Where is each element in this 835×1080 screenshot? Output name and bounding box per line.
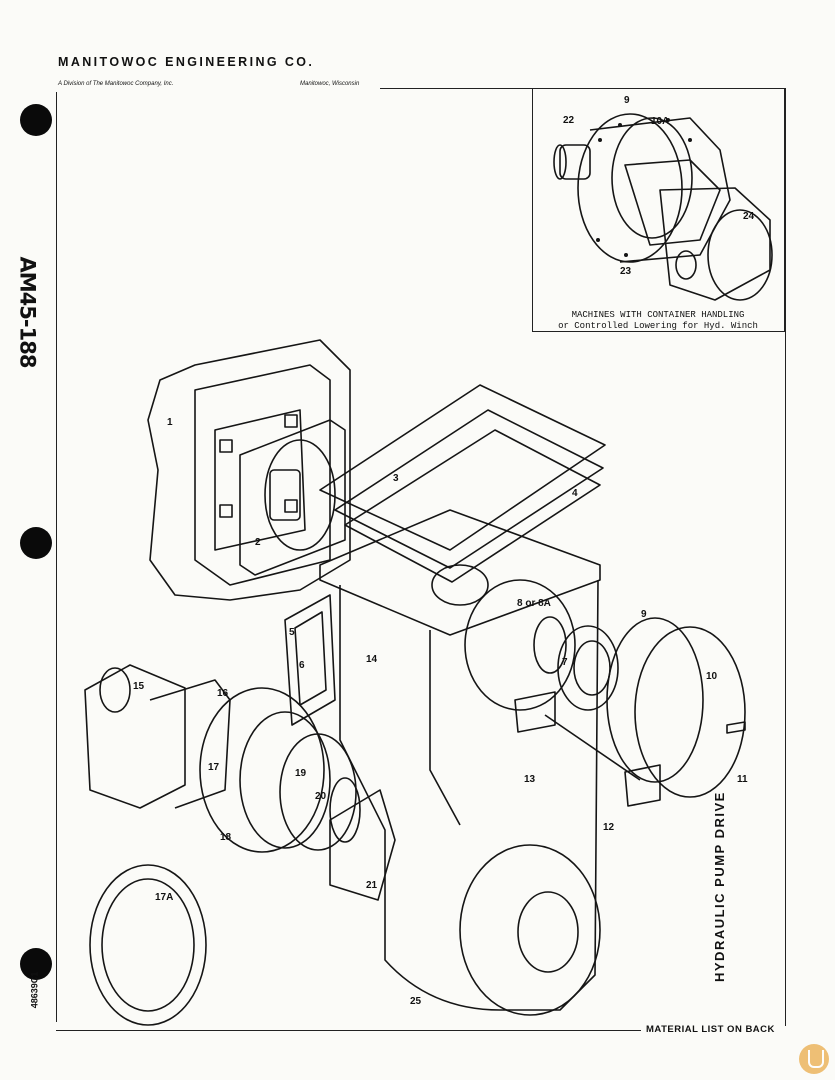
part-2-adapter [239, 419, 346, 576]
inset-caption: MACHINES WITH CONTAINER HANDLING or Cont… [538, 310, 778, 332]
callout-2: 2 [255, 537, 261, 548]
part-15-pump [84, 664, 231, 809]
callout-19: 19 [295, 768, 307, 779]
callout-21: 21 [366, 880, 378, 891]
inset-assembly [553, 113, 773, 301]
part-21-gear [329, 789, 396, 901]
division-text: A Division of The Manitowoc Company, Inc… [58, 81, 174, 87]
header-rule [380, 88, 785, 89]
callout-9: 9 [641, 609, 647, 620]
part-8-gear [464, 579, 576, 711]
callout-labels: 1 2 3 4 5 6 7 8 or 8A 9 10 11 12 13 14 1… [133, 95, 755, 1007]
callout-10: 10 [706, 671, 718, 682]
callout-17a: 17A [155, 892, 173, 903]
part-25-bottom-cover [459, 844, 601, 1016]
frame-right-rule [785, 88, 786, 1026]
frame-bottom-rule [56, 1030, 641, 1031]
callout-14: 14 [366, 654, 378, 665]
callout-17: 17 [208, 762, 220, 773]
binder-hole-bottom [20, 948, 52, 980]
callout-24: 24 [743, 211, 755, 222]
part-3-cover-plate [319, 384, 606, 583]
binder-hole-middle [20, 527, 52, 559]
part-14-gearbox-housing [319, 509, 601, 1011]
part-17a-ring [89, 864, 207, 1026]
material-list-note: MATERIAL LIST ON BACK [646, 1024, 775, 1035]
location-text: Manitowoc, Wisconsin [300, 81, 360, 87]
callout-4: 4 [572, 488, 578, 499]
callout-12: 12 [603, 822, 615, 833]
callout-10a: 10A [651, 116, 669, 127]
inset-bolt-holes [596, 118, 692, 257]
callout-18: 18 [220, 832, 232, 843]
callout-7: 7 [562, 657, 568, 668]
callout-11: 11 [737, 774, 748, 785]
callout-25: 25 [410, 996, 422, 1007]
inset-caption-line2: or Controlled Lowering for Hyd. Winch [558, 321, 758, 331]
inset-caption-line1: MACHINES WITH CONTAINER HANDLING [571, 310, 745, 320]
company-name: MANITOWOC ENGINEERING CO. [58, 55, 315, 69]
part-7-bearing [557, 625, 619, 711]
part-5-6-side-gasket [284, 594, 336, 726]
part-11-12-13-hardware [514, 691, 746, 807]
callout-15: 15 [133, 681, 145, 692]
part-18-19-20-plates [199, 687, 361, 853]
inset-box [532, 88, 785, 332]
callout-3: 3 [393, 473, 399, 484]
callout-22: 22 [563, 115, 575, 126]
callout-23: 23 [620, 266, 632, 277]
callout-6: 6 [299, 660, 305, 671]
callout-9-inset: 9 [624, 95, 630, 106]
callout-5: 5 [289, 627, 295, 638]
binder-hole-top [20, 104, 52, 136]
callout-16: 16 [217, 688, 229, 699]
callout-13: 13 [524, 774, 536, 785]
watermark-logo [799, 1044, 829, 1074]
part-9-10-cover [606, 617, 746, 798]
callout-8: 8 or 8A [517, 598, 551, 609]
frame-left-rule [56, 92, 57, 1022]
callout-20: 20 [315, 791, 327, 802]
callout-1: 1 [167, 417, 173, 428]
part-1-housing [147, 339, 351, 601]
